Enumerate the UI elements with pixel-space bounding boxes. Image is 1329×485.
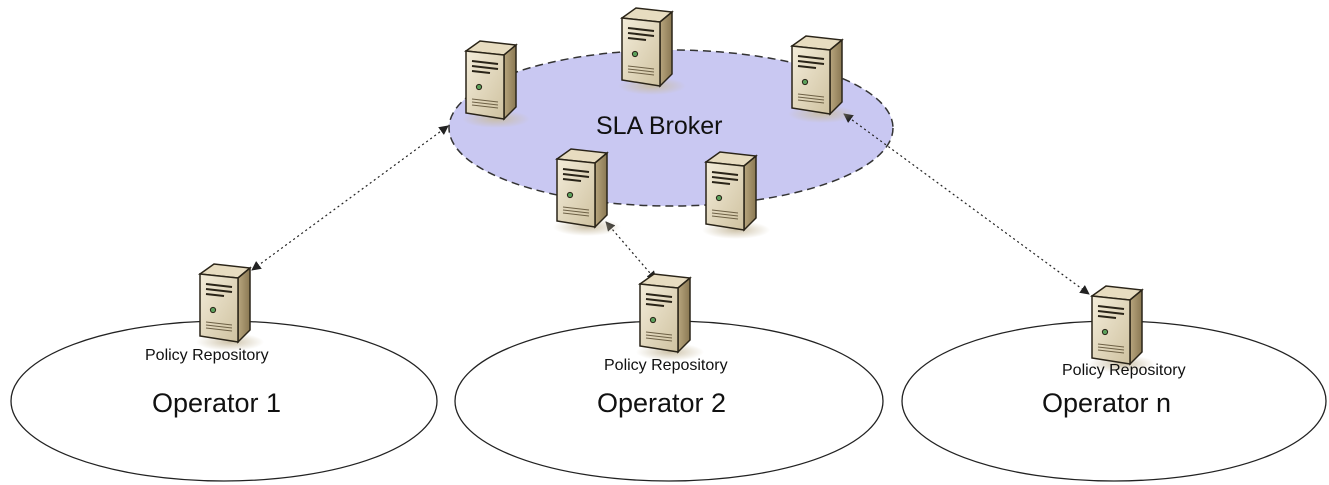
- operator-n-label: Operator n: [1042, 388, 1171, 418]
- operator-2-label: Operator 2: [597, 388, 726, 418]
- operator-1-repository: [195, 263, 265, 352]
- operator-1-repository-label: Policy Repository: [145, 347, 269, 364]
- operator-n-repository-label: Policy Repository: [1062, 362, 1186, 379]
- broker-label: SLA Broker: [596, 112, 722, 140]
- connection-broker-operator-1: [251, 125, 449, 271]
- operator-2-repository: [635, 273, 705, 362]
- connection-broker-operator-n: [843, 113, 1090, 295]
- operator-2-repository-label: Policy Repository: [604, 357, 728, 374]
- operator-1-label: Operator 1: [152, 388, 281, 418]
